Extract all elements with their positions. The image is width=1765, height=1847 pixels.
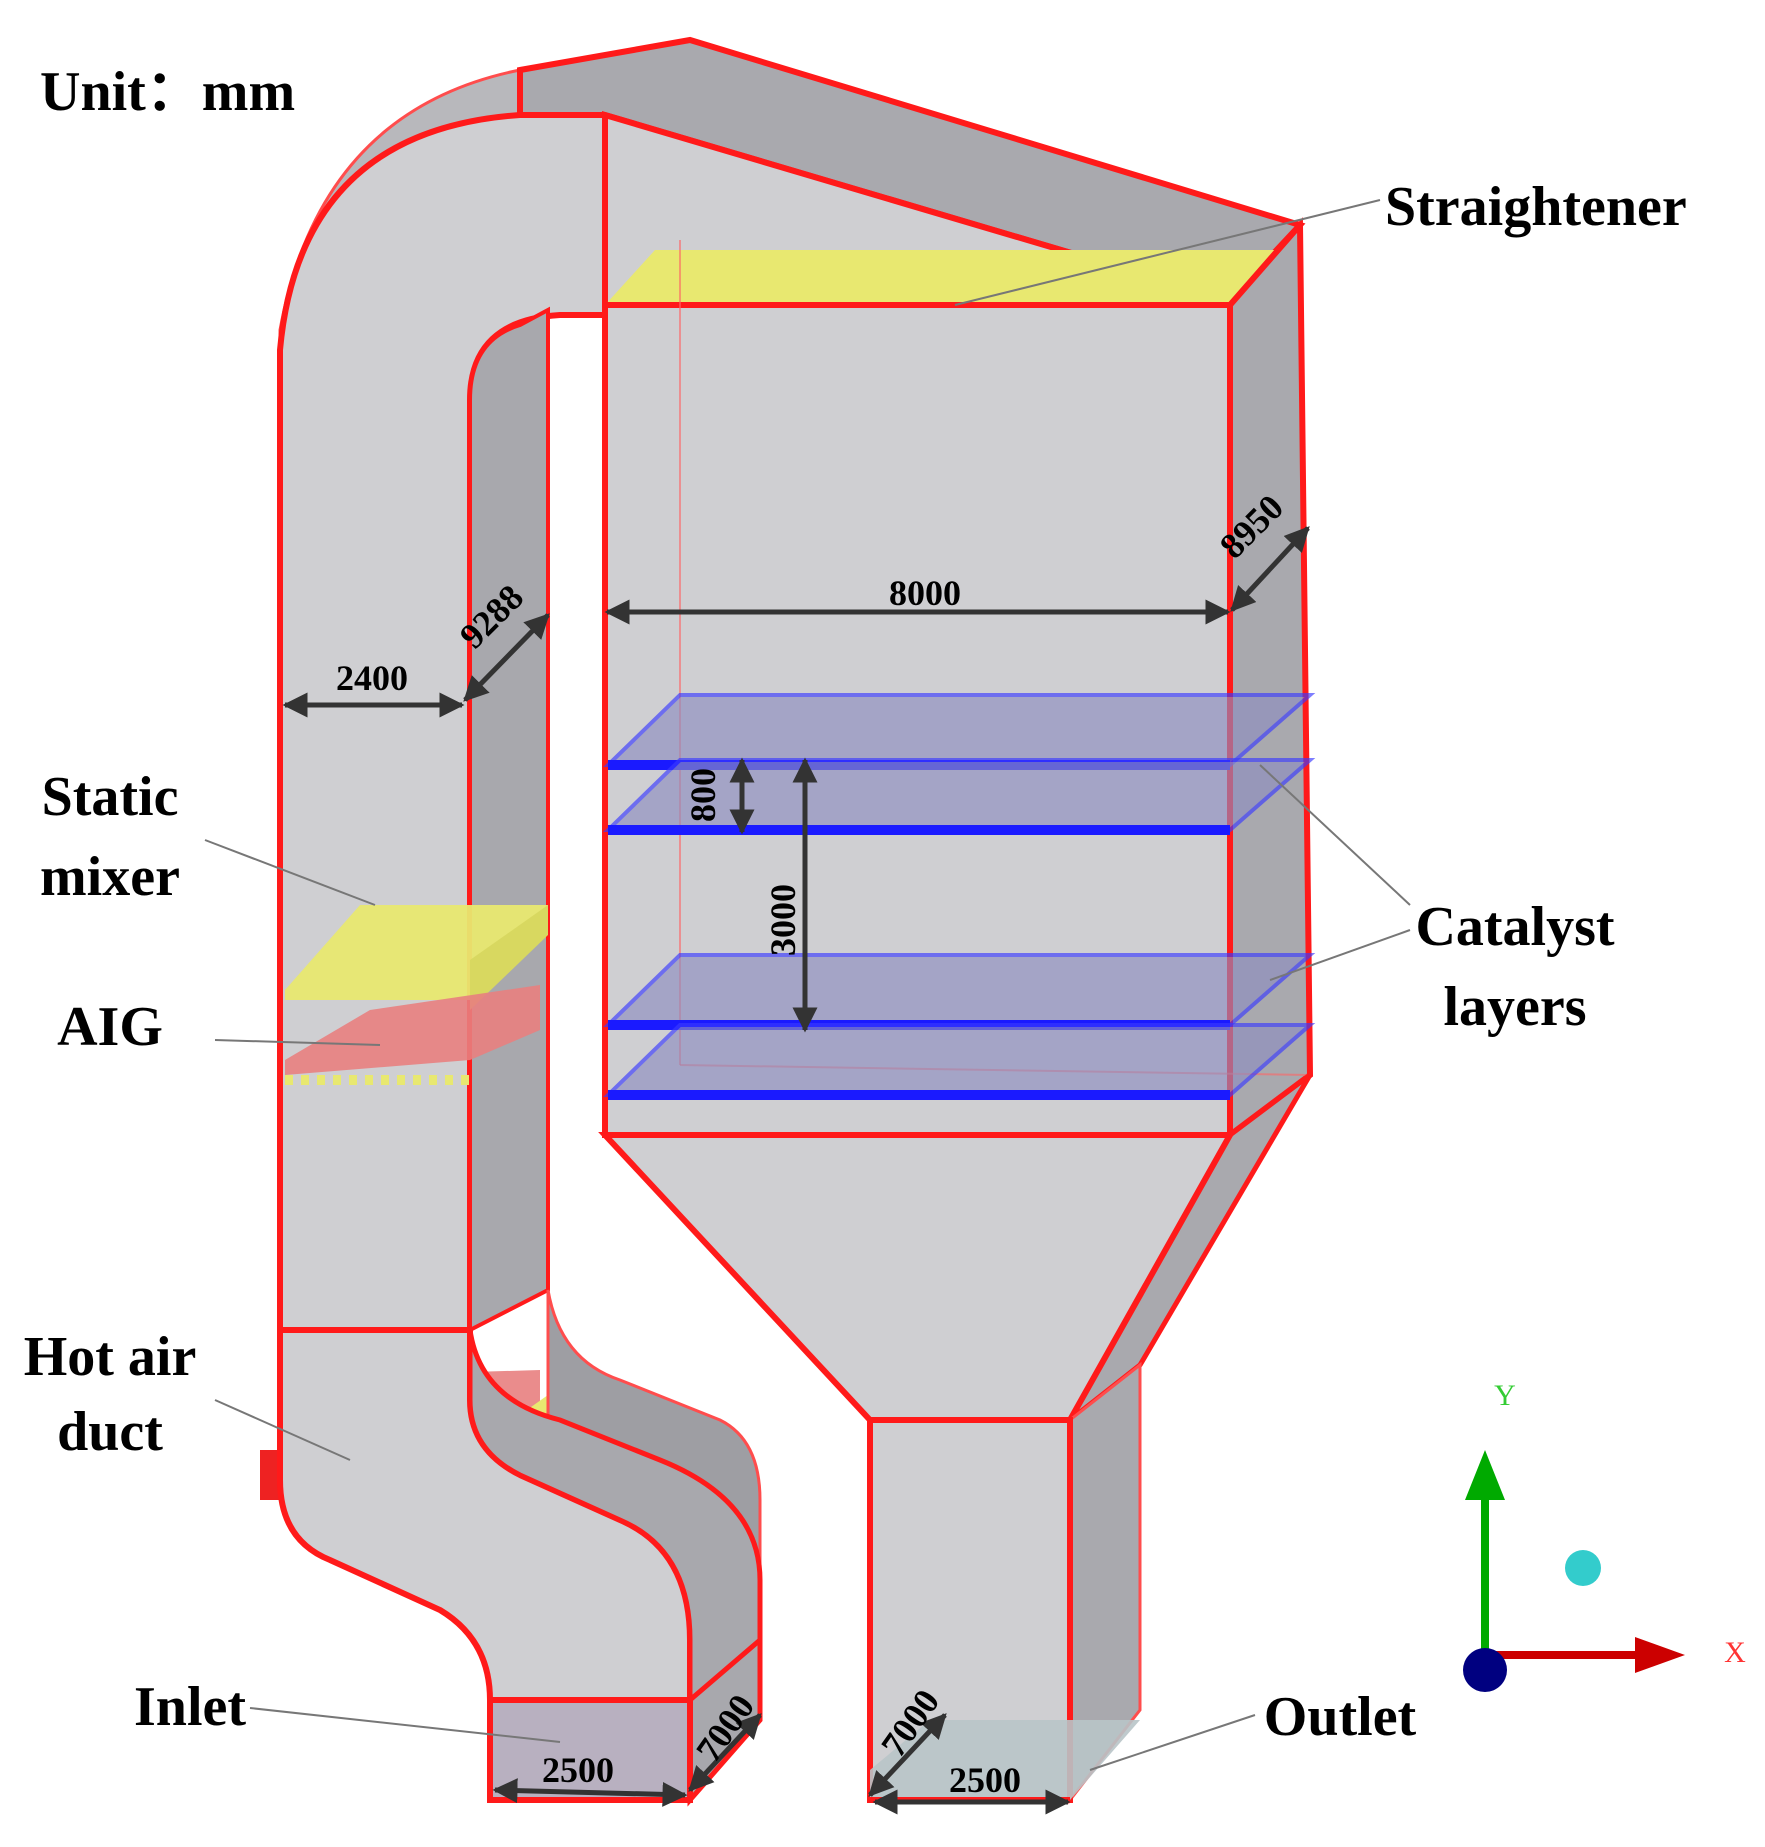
catalyst-layers bbox=[603, 693, 1316, 1100]
leader-catalyst-2 bbox=[1269, 929, 1411, 981]
x-axis-label: X bbox=[1724, 1636, 1746, 1669]
z-axis-origin bbox=[1463, 1648, 1507, 1692]
catalyst-layer-1-top bbox=[603, 693, 1316, 767]
riser-front-face bbox=[277, 112, 608, 1483]
axis-marker-point bbox=[1565, 1550, 1601, 1586]
unit-label: Unit：mm bbox=[40, 61, 295, 123]
aig-grid bbox=[285, 985, 540, 1075]
dim-2400: 2400 bbox=[336, 658, 408, 698]
inlet-elbow bbox=[277, 1289, 763, 1807]
catalyst-label-line1: Catalyst bbox=[1415, 896, 1614, 958]
leader-outlet bbox=[1089, 1714, 1256, 1771]
dim-outlet-2500: 2500 bbox=[949, 1760, 1021, 1800]
dim-arrow-8950 bbox=[1230, 526, 1310, 612]
leader-lines bbox=[204, 199, 1411, 1771]
aig-label: AIG bbox=[57, 996, 163, 1058]
hot-air-duct-label-line2: duct bbox=[57, 1401, 163, 1463]
dim-arrow-9288 bbox=[463, 613, 550, 702]
top-hood bbox=[517, 36, 1306, 360]
straightener-label: Straightener bbox=[1385, 176, 1687, 238]
hopper bbox=[598, 1073, 1313, 1805]
catalyst-label-line2: layers bbox=[1443, 976, 1586, 1038]
leader-hot-air-duct bbox=[214, 1399, 351, 1461]
leader-straightener bbox=[954, 199, 1381, 306]
outlet-label: Outlet bbox=[1264, 1686, 1417, 1748]
dimension-arrows bbox=[282, 526, 1310, 1815]
riser-side-face bbox=[468, 306, 550, 1334]
axis-triad: X Y bbox=[1463, 1379, 1746, 1692]
leader-catalyst-1 bbox=[1259, 764, 1411, 906]
static-mixer-label-line2: mixer bbox=[40, 846, 180, 908]
inlet-label: Inlet bbox=[134, 1676, 246, 1738]
dim-arrow-inlet-2500 bbox=[492, 1778, 688, 1807]
dim-3000: 3000 bbox=[763, 884, 803, 956]
catalyst-layer-2-top bbox=[603, 953, 1316, 1027]
y-axis-head bbox=[1465, 1450, 1505, 1500]
catalyst-layer-2-bottom bbox=[603, 1023, 1316, 1097]
dim-arrow-outlet-7000 bbox=[868, 1713, 947, 1797]
dim-arrow-inlet-7000 bbox=[688, 1713, 762, 1792]
straightener bbox=[605, 250, 1300, 305]
x-axis-head bbox=[1635, 1637, 1685, 1673]
leader-static-mixer bbox=[204, 839, 376, 906]
riser-duct bbox=[260, 38, 692, 1500]
static-mixer-label-line1: Static bbox=[42, 766, 179, 828]
dim-inlet-2500: 2500 bbox=[542, 1750, 614, 1790]
y-axis-label: Y bbox=[1494, 1379, 1516, 1412]
dim-8000: 8000 bbox=[889, 573, 961, 613]
dim-800: 800 bbox=[683, 768, 723, 822]
reactor bbox=[602, 217, 1316, 1141]
hot-air-duct-label-line1: Hot air bbox=[24, 1326, 197, 1388]
leader-aig bbox=[214, 1039, 381, 1046]
leader-inlet bbox=[249, 1707, 561, 1743]
